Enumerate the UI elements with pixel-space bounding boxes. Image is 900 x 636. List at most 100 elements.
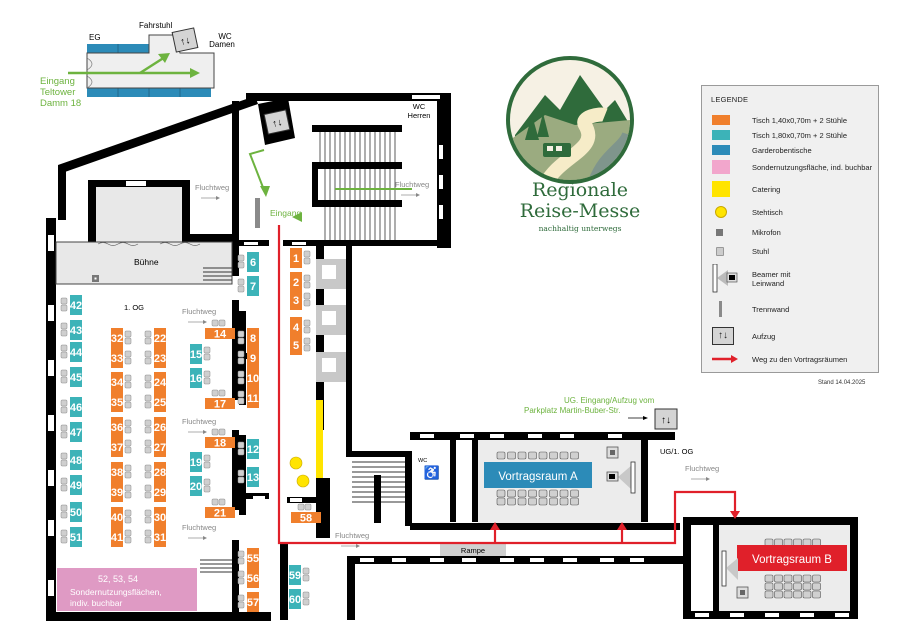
stand-41[interactable]: 41 [111,527,132,547]
stand-58[interactable]: 58 [291,503,321,525]
stand-19[interactable]: 19 [190,452,211,472]
chair-icon [237,330,245,338]
stand-number: 24 [154,377,167,389]
chair-icon [60,529,68,537]
stand-27[interactable]: 27 [144,437,166,457]
stand-16[interactable]: 16 [190,368,211,388]
chair-icon [60,376,68,384]
chair-icon [124,516,132,524]
stand-35[interactable]: 35 [111,392,132,412]
stand-51[interactable]: 51 [60,527,82,547]
stand-30[interactable]: 30 [144,507,166,527]
stand-46[interactable]: 46 [60,397,82,417]
chair-icon [60,329,68,337]
stand-48[interactable]: 48 [60,450,82,470]
chair-icon [144,394,152,402]
stand-45[interactable]: 45 [60,367,82,387]
stand-47[interactable]: 47 [60,422,82,442]
stand-49[interactable]: 49 [60,475,82,495]
escape-route-label: Fluchtweg [195,183,229,192]
stand-37[interactable]: 37 [111,437,132,457]
stand-6[interactable]: 6 [237,252,259,272]
stand-38[interactable]: 38 [111,462,132,482]
chair-icon [124,350,132,358]
stand-15[interactable]: 15 [190,344,211,364]
wardrobe-swatch [712,145,730,155]
chair-icon [793,538,802,547]
legend-label: Aufzug [752,331,776,341]
stand-number: 7 [250,281,256,293]
chair-icon [60,484,68,492]
stand-29[interactable]: 29 [144,482,166,502]
stand-8[interactable]: 8 [237,328,259,348]
stand-number: 51 [70,532,82,544]
chair-icon [549,451,558,460]
catering-area [316,400,323,478]
legend-label: Sondernutzungsfläche, ind. buchbar [752,162,873,172]
brand-tagline: nachhaltig unterwegs [538,224,622,233]
stand-43[interactable]: 43 [60,320,82,340]
stand-14[interactable]: 14 [205,319,235,341]
stand-59[interactable]: 59 [289,565,310,585]
stand-number: 29 [154,487,166,499]
stand-18[interactable]: 18 [205,428,235,450]
cloakroom-partitions [316,259,346,382]
stand-number: 36 [111,422,123,434]
stand-50[interactable]: 50 [60,502,82,522]
main-staircase [319,132,396,240]
stand-number: 46 [70,402,82,414]
stand-40[interactable]: 40 [111,507,132,527]
stand-10[interactable]: 10 [237,368,259,388]
stand-4[interactable]: 4 [290,317,311,337]
teal-table-swatch [712,130,730,140]
chair-icon [124,464,132,472]
chair-icon [237,397,245,405]
svg-text:↑↓: ↑↓ [661,415,671,426]
chair-icon [237,594,245,602]
stand-31[interactable]: 31 [144,527,166,547]
chair-icon [559,451,569,460]
stand-56[interactable]: 56 [237,568,259,588]
stand-1[interactable]: 1 [290,248,311,268]
stand-25[interactable]: 25 [144,392,166,412]
stand-36[interactable]: 36 [111,417,132,437]
stand-number: 6 [250,257,256,269]
stand-32[interactable]: 32 [111,328,132,348]
stand-21[interactable]: 21 [205,498,235,520]
stand-60[interactable]: 60 [289,589,310,609]
stand-3[interactable]: 3 [290,290,311,310]
inset-floor-label: EG [89,33,101,42]
stand-5[interactable]: 5 [290,335,311,355]
escape-arrow-head [203,320,207,324]
stand-13[interactable]: 13 [237,467,259,487]
stand-57[interactable]: 57 [237,592,259,612]
stand-44[interactable]: 44 [60,342,83,362]
stand-9[interactable]: 9 [237,348,259,368]
chair-icon [144,426,152,434]
stand-22[interactable]: 22 [144,328,166,348]
stand-2[interactable]: 2 [290,272,311,292]
stand-26[interactable]: 26 [144,417,166,437]
stand-20[interactable]: 20 [190,476,211,496]
stand-number: 55 [247,553,259,565]
stand-number: 47 [70,427,82,439]
catering-swatch [712,181,730,197]
chair-icon [60,536,68,544]
stand-7[interactable]: 7 [237,276,259,296]
stand-33[interactable]: 33 [111,348,132,368]
stand-28[interactable]: 28 [144,462,166,482]
chair-icon [528,497,537,506]
chair-icon [302,567,310,575]
stand-42[interactable]: 42 [60,295,82,315]
stand-39[interactable]: 39 [111,482,132,502]
stand-12[interactable]: 12 [237,439,259,459]
stand-number: 9 [250,353,256,365]
stand-11[interactable]: 11 [237,388,259,408]
stand-number: 32 [111,333,123,345]
stand-24[interactable]: 24 [144,372,167,392]
stand-23[interactable]: 23 [144,348,166,368]
stand-17[interactable]: 17 [205,389,235,411]
stand-34[interactable]: 34 [111,372,132,392]
elevator-icon: ↑↓ [712,327,734,345]
stand-55[interactable]: 55 [237,548,259,568]
